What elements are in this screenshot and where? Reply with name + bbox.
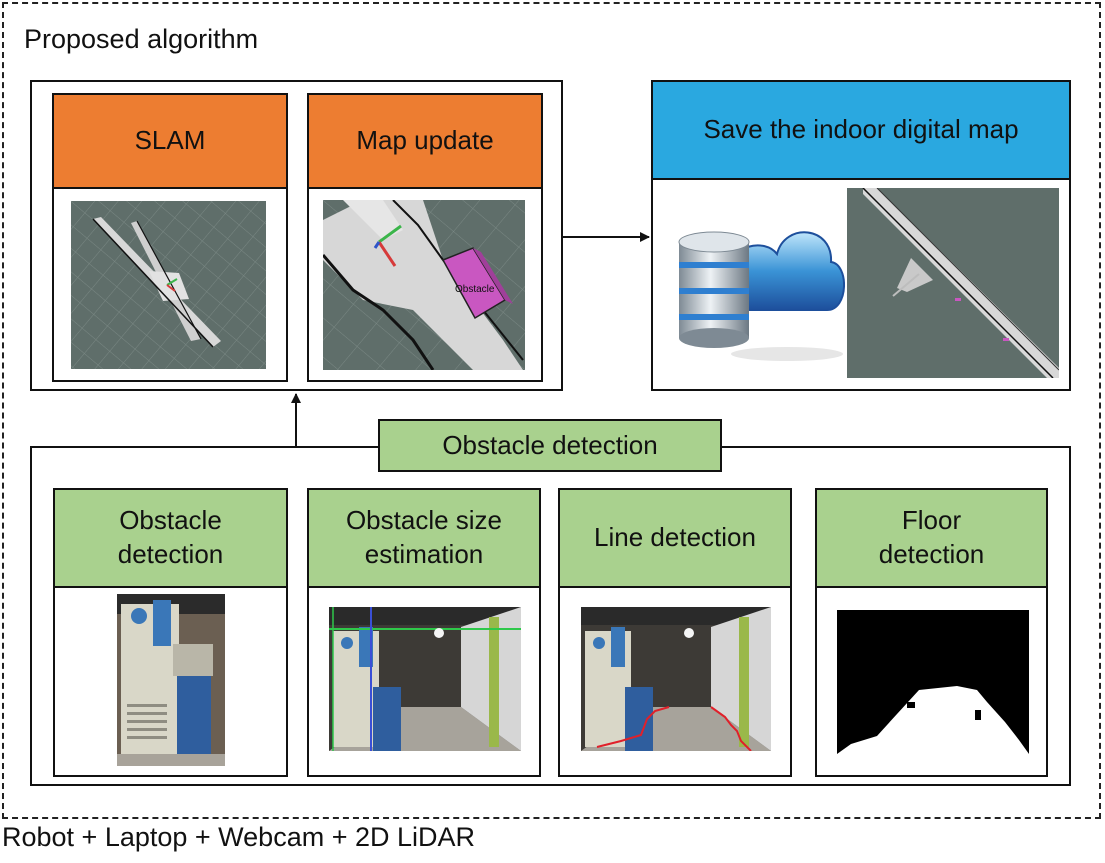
slam-map-image [71, 201, 266, 369]
obstacle-tag: Obstacle [455, 284, 495, 295]
step-4-line1: Floor [901, 505, 962, 536]
obstacle-detection-group-label: Obstacle detection [378, 419, 722, 472]
step-2-header: Obstacle size estimation [309, 490, 539, 588]
slam-label: SLAM [134, 125, 206, 156]
step-obstacle-detection: Obstacle detection [53, 488, 288, 777]
step-2-line2: estimation [364, 539, 484, 569]
floor-mask-image [837, 610, 1029, 754]
step-obstacle-size-estimation: Obstacle size estimation [307, 488, 541, 777]
step-3-line1: Line detection [594, 522, 756, 553]
step-1-line2: detection [117, 539, 224, 569]
group-label-text: Obstacle detection [442, 430, 658, 460]
system-hardware-caption: Robot + Laptop + Webcam + 2D LiDAR [2, 822, 476, 852]
step-4-line2: detection [878, 539, 985, 569]
map-update-label: Map update [356, 125, 494, 156]
slam-panel: SLAM [52, 93, 288, 382]
line-detection-photo [581, 607, 771, 751]
obstacle-photo [117, 594, 225, 766]
cloud-database-icon [667, 192, 845, 362]
map-update-header: Map update [309, 95, 541, 189]
map-update-panel: Map update Obstacle [307, 93, 543, 382]
step-1-line1: Obstacle [119, 505, 222, 536]
save-map-panel: Save the indoor digital map [651, 80, 1071, 391]
map-update-image: Obstacle [323, 200, 525, 370]
diagram-title: Proposed algorithm [24, 24, 259, 54]
step-line-detection: Line detection [558, 488, 792, 777]
step-1-header: Obstacle detection [55, 490, 286, 588]
proposed-algorithm-frame [2, 2, 1101, 819]
slam-header: SLAM [54, 95, 286, 189]
save-map-header: Save the indoor digital map [653, 82, 1069, 180]
step-floor-detection: Floor detection [815, 488, 1048, 777]
save-map-label: Save the indoor digital map [703, 114, 1019, 145]
size-estimation-photo [329, 607, 521, 751]
saved-digital-map-image [847, 188, 1059, 378]
step-3-header: Line detection [560, 490, 790, 588]
step-2-line1: Obstacle size [345, 505, 503, 536]
step-4-header: Floor detection [817, 490, 1046, 588]
